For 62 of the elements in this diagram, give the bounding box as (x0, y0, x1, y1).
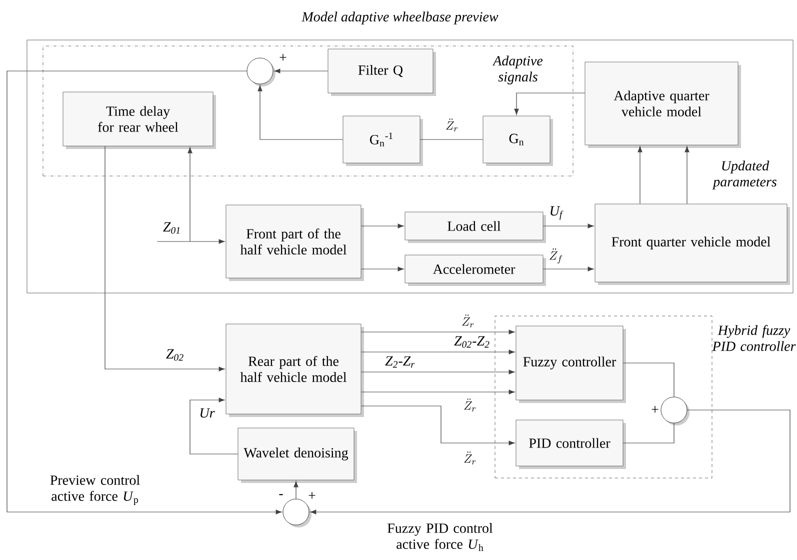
block-box: G$_{n}$-1 (342, 116, 423, 166)
summing-junction (246, 58, 276, 86)
block-box: Wavelet denoising (238, 428, 357, 483)
block-box: Rear part of the half vehicle model (226, 324, 364, 417)
block-box: G$_{n}$ (482, 116, 553, 166)
node-label: Model adaptive wheelbase preview (302, 12, 498, 24)
edge-label: Z$_{02}$-Z$_{2}$ (453, 335, 491, 349)
arrow (104, 146, 225, 372)
arrow (188, 147, 192, 242)
node-label: Hybrid fuzzy PID controller (712, 325, 796, 352)
edge-label: $\ddot{Z}_{r}$ (444, 118, 460, 132)
arrow (360, 406, 515, 446)
arrow (684, 146, 690, 204)
frame-box (42, 46, 574, 176)
block-box: Front part of the half vehicle model (226, 204, 364, 281)
arrow (6, 70, 282, 514)
edge-label: $\ddot{Z}_{r}$ (462, 450, 478, 466)
arrow (190, 398, 238, 454)
arrow (542, 266, 594, 272)
arrow (360, 390, 515, 394)
block-box: Time delay for rear wheel (62, 92, 216, 149)
block-box: Load cell (404, 212, 546, 243)
arrow (258, 85, 344, 140)
edge-label: Updated parameters (702, 160, 788, 190)
connector-line (622, 422, 674, 444)
edge-label: Z$_{02}$ (164, 348, 186, 362)
block-box: Filter Q (328, 48, 436, 96)
summing-junction (660, 396, 690, 426)
arrow (360, 266, 404, 272)
arrow (638, 146, 642, 204)
block-box: PID controller (516, 420, 626, 469)
arrow (514, 92, 586, 115)
arrow (360, 350, 515, 354)
block-box: Adaptive quarter vehicle model (584, 62, 741, 148)
arrow (360, 370, 515, 374)
edge-label: Adaptive signals (482, 54, 554, 86)
arrow (274, 68, 328, 74)
summing-junction (282, 498, 312, 528)
arrow (294, 481, 298, 500)
sign-label: + (280, 54, 286, 61)
annotation-text: Preview control active force U$_{p}$ (50, 475, 140, 505)
edge-label: Z$_{2}$-Z$_{r}$ (384, 355, 416, 369)
edge-label: $\ddot{Z}_{r}$ (462, 398, 478, 412)
annotation-text: Fuzzy PID control active force U$_{h}$ (388, 523, 493, 551)
edge-label: $\ddot{Z}_{r}$ (460, 314, 476, 328)
arrow (360, 224, 404, 228)
sign-label: + (308, 492, 316, 499)
edge-label: U$_{f}$ (548, 205, 564, 221)
sign-label: + (652, 406, 658, 413)
arrow (310, 410, 790, 514)
edge-label: $\ddot{Z}_{f}$ (548, 248, 564, 264)
connector-line (420, 139, 484, 140)
arrow (360, 330, 515, 334)
arrow (156, 239, 225, 244)
arrow (542, 224, 594, 228)
connector-line (622, 362, 674, 398)
block-box: Accelerometer (404, 254, 546, 286)
edge-label: Ur (198, 407, 216, 419)
edge-label: Z$_{01}$ (162, 221, 182, 235)
block-box: Front quarter vehicle model (594, 204, 790, 285)
sign-label: - (279, 494, 283, 496)
block-box: Fuzzy controller (516, 326, 626, 403)
